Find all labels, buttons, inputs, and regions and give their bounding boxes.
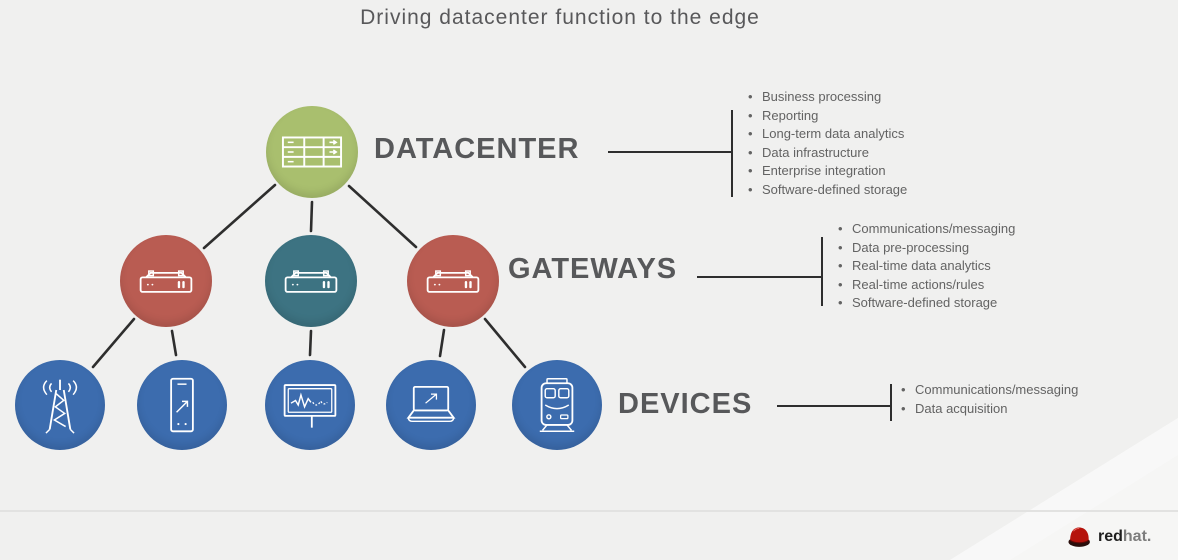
laptop-icon: [406, 385, 456, 423]
datacenter-label: DATACENTER: [374, 133, 580, 165]
gateway-node-3: [407, 235, 499, 327]
gateways-label: GATEWAYS: [508, 253, 678, 285]
list-item: Reporting: [746, 107, 907, 126]
device-node-smartphone: [137, 360, 227, 450]
train-icon: [539, 377, 575, 433]
redhat-logo: redhat.: [1066, 522, 1151, 552]
gateways-functions-list: Communications/messagingData pre-process…: [836, 220, 1015, 313]
patient-monitor-icon: [283, 384, 337, 428]
list-item: Data pre-processing: [836, 239, 1015, 258]
list-item: Data acquisition: [899, 400, 1078, 419]
cell-tower-icon: [42, 379, 78, 434]
gateway-appliance-icon: [284, 270, 338, 293]
devices-label: DEVICES: [618, 388, 753, 420]
redhat-shadowman-icon: [1068, 527, 1090, 548]
logo-text-hat: hat.: [1122, 528, 1152, 545]
list-item: Data infrastructure: [746, 144, 907, 163]
footer-divider: [0, 510, 1178, 512]
list-item: Long-term data analytics: [746, 125, 907, 144]
logo-text-red: red: [1098, 528, 1123, 545]
gateway-appliance-icon: [139, 270, 193, 293]
smartphone-icon: [170, 377, 194, 433]
gateway-appliance-icon: [426, 270, 480, 293]
device-node-train: [512, 360, 602, 450]
server-rack-icon: [281, 136, 343, 168]
list-item: Software-defined storage: [746, 181, 907, 200]
list-item: Software-defined storage: [836, 294, 1015, 313]
datacenter-node: [266, 106, 358, 198]
devices-functions-list: Communications/messagingData acquisition: [899, 381, 1078, 418]
device-node-cell-tower: [15, 360, 105, 450]
tree-connectors: [91, 183, 527, 369]
list-item: Real-time actions/rules: [836, 276, 1015, 295]
gateway-node-2: [265, 235, 357, 327]
list-item: Business processing: [746, 88, 907, 107]
list-item: Enterprise integration: [746, 162, 907, 181]
slide-title: Driving datacenter function to the edge: [360, 6, 760, 29]
list-item: Communications/messaging: [899, 381, 1078, 400]
gateway-node-1: [120, 235, 212, 327]
redhat-wordmark: redhat.: [1098, 528, 1151, 546]
device-node-laptop: [386, 360, 476, 450]
datacenter-functions-list: Business processingReportingLong-term da…: [746, 88, 907, 200]
device-node-patient-monitor: [265, 360, 355, 450]
list-item: Communications/messaging: [836, 220, 1015, 239]
list-item: Real-time data analytics: [836, 257, 1015, 276]
callout-brackets: [608, 110, 892, 421]
